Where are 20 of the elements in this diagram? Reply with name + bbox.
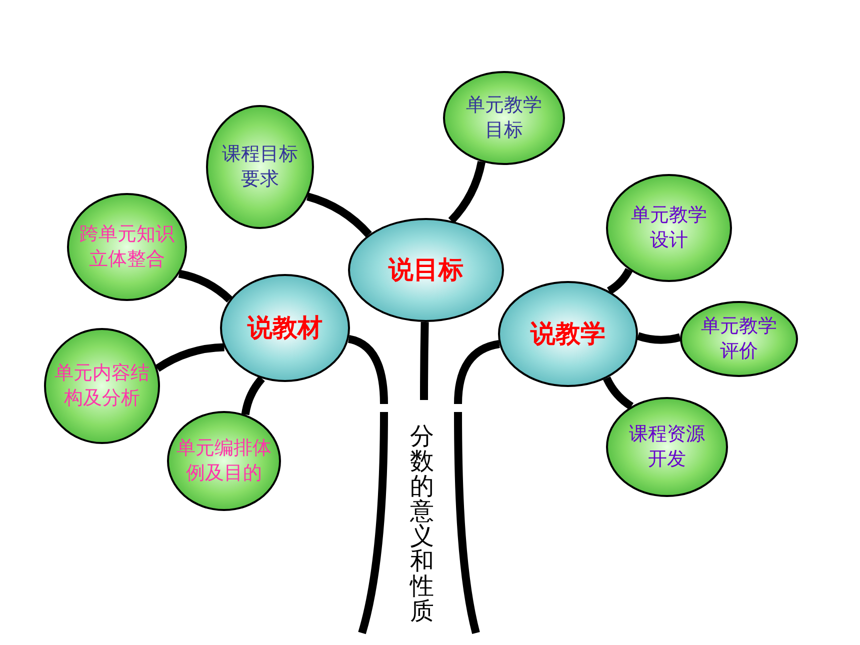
- subtopic-ellipse: 单元内容结构及分析: [44, 328, 160, 444]
- subtopic-ellipse: 跨单元知识立体整合: [67, 193, 187, 301]
- branch-line: [448, 160, 486, 224]
- subtopic-ellipse: 课程资源开发: [606, 397, 728, 497]
- branch-line: [603, 376, 634, 410]
- branch-line: [420, 322, 429, 400]
- subtopic-ellipse: 单元教学目标: [443, 71, 565, 165]
- branch-line: [306, 192, 372, 238]
- topic-ellipse: 说教材: [220, 274, 350, 382]
- subtopic-ellipse: 单元教学评价: [680, 301, 798, 377]
- branch-line: [606, 268, 633, 294]
- subtopic-ellipse: 单元教学设计: [606, 174, 732, 282]
- branch-line: [636, 332, 682, 344]
- topic-ellipse: 说目标: [348, 218, 504, 322]
- trunk-text: 分数的意义和性质: [409, 424, 435, 624]
- subtopic-ellipse: 课程目标要求: [206, 105, 314, 229]
- branch-line: [178, 270, 232, 303]
- topic-ellipse: 说教学: [498, 281, 638, 387]
- subtopic-ellipse: 单元编排体例及目的: [167, 411, 281, 511]
- branch-line: [155, 343, 224, 372]
